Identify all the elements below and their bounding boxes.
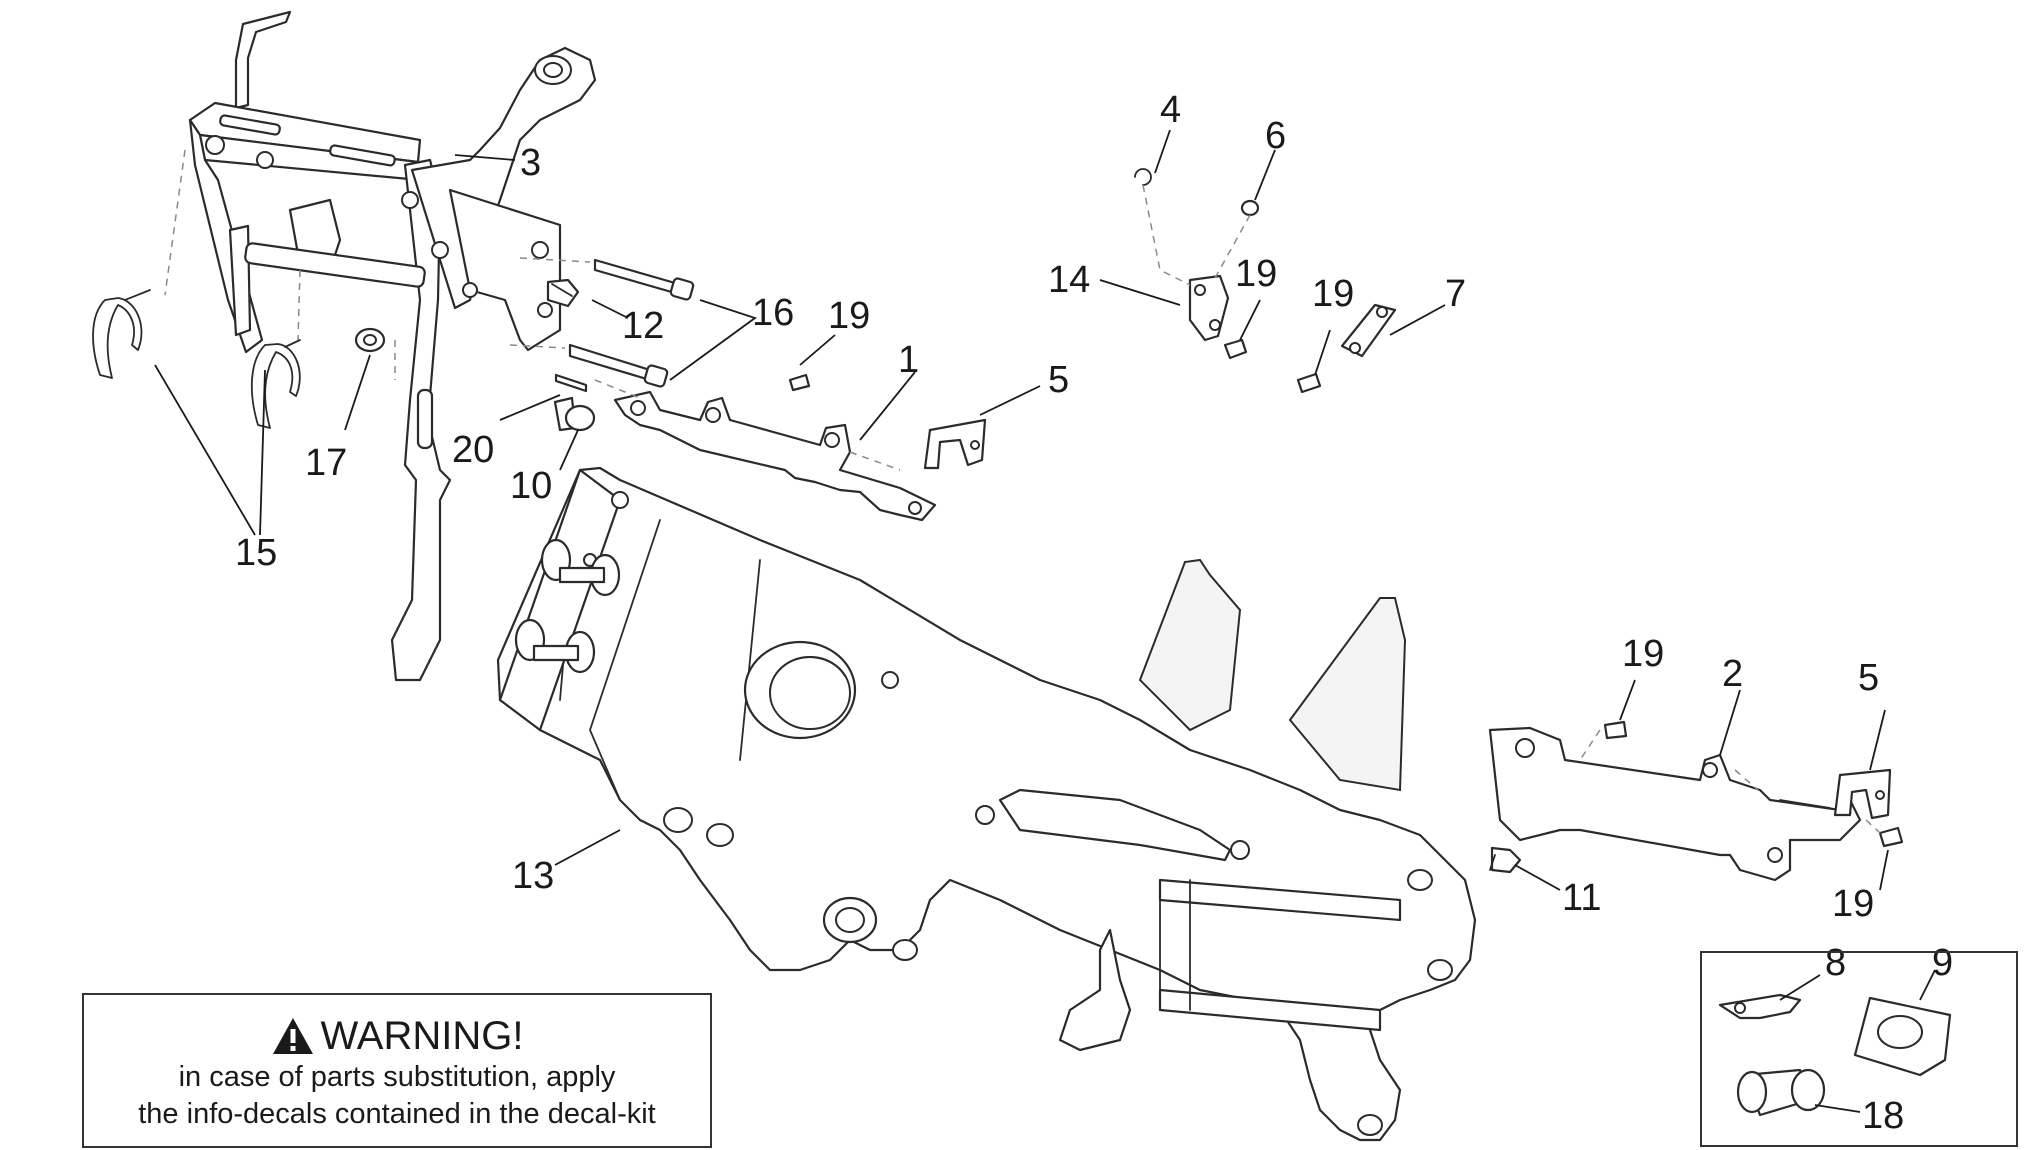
part-20-screw bbox=[554, 373, 588, 393]
callout-3: 3 bbox=[520, 142, 541, 184]
callout-20: 20 bbox=[452, 429, 494, 471]
part-9-plate bbox=[1853, 996, 1952, 1077]
part-1-left-plate bbox=[594, 379, 937, 522]
part-11-bushing bbox=[1489, 846, 1522, 874]
callout-4: 4 bbox=[1160, 89, 1181, 131]
callout-5-right: 5 bbox=[1858, 657, 1879, 699]
part-14-lever bbox=[1142, 184, 1251, 342]
callout-17: 17 bbox=[305, 442, 347, 484]
callout-6: 6 bbox=[1265, 115, 1286, 157]
part-19-screw-d bbox=[1603, 720, 1628, 740]
callout-7: 7 bbox=[1445, 273, 1466, 315]
warning-triangle-icon bbox=[272, 1018, 313, 1054]
callout-labels: 3 15 17 12 16 20 10 19 1 5 13 4 6 14 19 … bbox=[235, 89, 1953, 1137]
callout-1: 1 bbox=[898, 339, 919, 381]
callout-19-upper-right: 19 bbox=[1312, 273, 1354, 315]
part-13-main-frame bbox=[496, 466, 1477, 1142]
part-15-hairpin-clips bbox=[92, 289, 301, 429]
callout-5-upper: 5 bbox=[1048, 359, 1069, 401]
part-4-circlip bbox=[1134, 168, 1152, 186]
callout-18: 18 bbox=[1862, 1095, 1904, 1137]
part-19-screw-e bbox=[1865, 819, 1904, 848]
part-5-right-clip bbox=[1833, 768, 1892, 820]
part-2-right-plate bbox=[1488, 726, 1862, 882]
part-19-screw-a bbox=[1223, 338, 1248, 360]
callout-19-right-bottom: 19 bbox=[1832, 883, 1874, 925]
warning-notice: WARNING! in case of parts substitution, … bbox=[82, 993, 712, 1148]
callout-19-upper-middle: 19 bbox=[1235, 253, 1277, 295]
part-16-bolts bbox=[509, 257, 695, 388]
callout-19-right-top: 19 bbox=[1622, 633, 1664, 675]
part-6-nut bbox=[1240, 199, 1260, 217]
part-7-link bbox=[1340, 303, 1397, 358]
frame-bosses bbox=[514, 538, 621, 674]
part-10-bolt bbox=[553, 396, 596, 432]
decal-kit-box bbox=[1700, 951, 2018, 1147]
part-17-nut bbox=[354, 327, 386, 353]
leader-lines bbox=[154, 129, 1936, 1113]
part-18-sleeve bbox=[1736, 1068, 1826, 1117]
callout-19-upper-left: 19 bbox=[828, 295, 870, 337]
callout-2: 2 bbox=[1722, 653, 1743, 695]
part-19-screw-b bbox=[1296, 372, 1322, 394]
warning-line-2: the info-decals contained in the decal-k… bbox=[138, 1098, 656, 1130]
callout-12: 12 bbox=[622, 305, 664, 347]
callout-11: 11 bbox=[1562, 877, 1601, 919]
part-5-left-clip bbox=[923, 418, 987, 470]
part-3-front-bracket bbox=[164, 10, 597, 682]
callout-10: 10 bbox=[510, 465, 552, 507]
callout-15: 15 bbox=[235, 532, 277, 574]
callout-16: 16 bbox=[752, 292, 794, 334]
part-8-clip bbox=[1718, 993, 1802, 1020]
part-12-clip-nut bbox=[546, 278, 580, 308]
warning-title-row: WARNING! bbox=[84, 1013, 710, 1059]
callout-14: 14 bbox=[1048, 259, 1090, 301]
callout-13: 13 bbox=[512, 855, 554, 897]
warning-title: WARNING! bbox=[320, 1014, 524, 1058]
warning-line-1: in case of parts substitution, apply bbox=[178, 1061, 616, 1093]
part-19-screw-c bbox=[788, 373, 811, 392]
